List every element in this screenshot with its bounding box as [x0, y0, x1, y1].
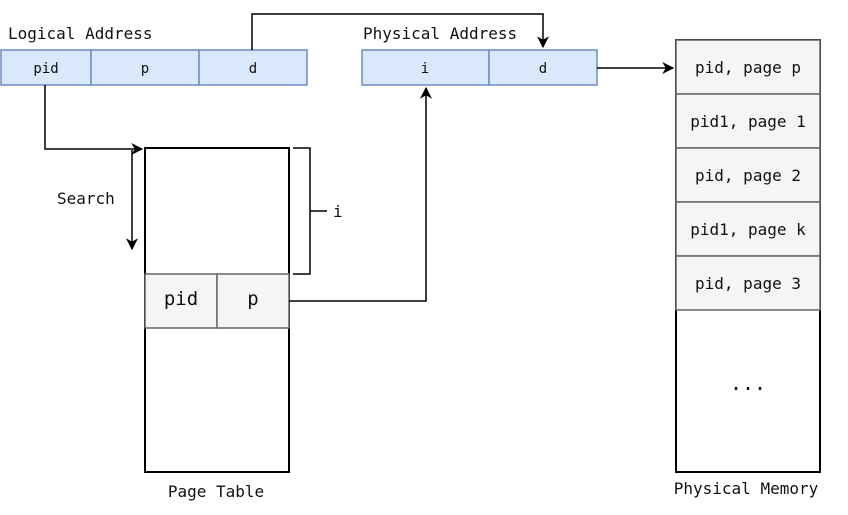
logical-address-label: Logical Address: [8, 24, 153, 43]
physical-address-row: i d: [361, 49, 598, 86]
frame-1-text: pid1, page 1: [690, 112, 806, 131]
physical-memory-label: Physical Memory: [674, 479, 819, 498]
frame-2: [675, 147, 821, 203]
offset-copy-arrow: [251, 13, 549, 50]
index-label: i: [333, 202, 343, 221]
frame-0-text: pid, page p: [695, 58, 801, 77]
logical-pid-cell: [0, 49, 92, 86]
frame-4: [675, 255, 821, 311]
frame-4-text: pid, page 3: [695, 274, 801, 293]
logical-pid-text: pid: [33, 61, 58, 77]
logical-d-text: d: [249, 61, 257, 77]
memory-frames: pid, page p pid1, page 1 pid, page 2 pid…: [675, 39, 821, 311]
index-result-arrow: [289, 86, 432, 302]
memory-ellipsis: ...: [730, 371, 766, 395]
page-table-entry: pid p: [144, 273, 290, 329]
logical-p-text: p: [141, 61, 149, 77]
entry-p-text: p: [247, 288, 258, 310]
entry-p-cell: [216, 273, 290, 329]
logical-d-cell: [198, 49, 308, 86]
entry-pid-text: pid: [164, 288, 198, 310]
page-table-label: Page Table: [168, 482, 264, 501]
frame-3-text: pid1, page k: [690, 220, 806, 239]
index-bracket: [293, 147, 327, 275]
physical-address-label: Physical Address: [363, 24, 517, 43]
pid-lookup-arrow: [44, 85, 144, 155]
physical-i-text: i: [421, 61, 429, 77]
logical-address-row: pid p d: [0, 49, 308, 86]
physical-d-text: d: [539, 61, 547, 77]
logical-p-cell: [90, 49, 200, 86]
physical-d-cell: [488, 49, 598, 86]
search-label: Search: [57, 189, 115, 208]
entry-pid-cell: [144, 273, 218, 329]
frame-2-text: pid, page 2: [695, 166, 801, 185]
frame-0: [675, 39, 821, 95]
frame-1: [675, 93, 821, 149]
